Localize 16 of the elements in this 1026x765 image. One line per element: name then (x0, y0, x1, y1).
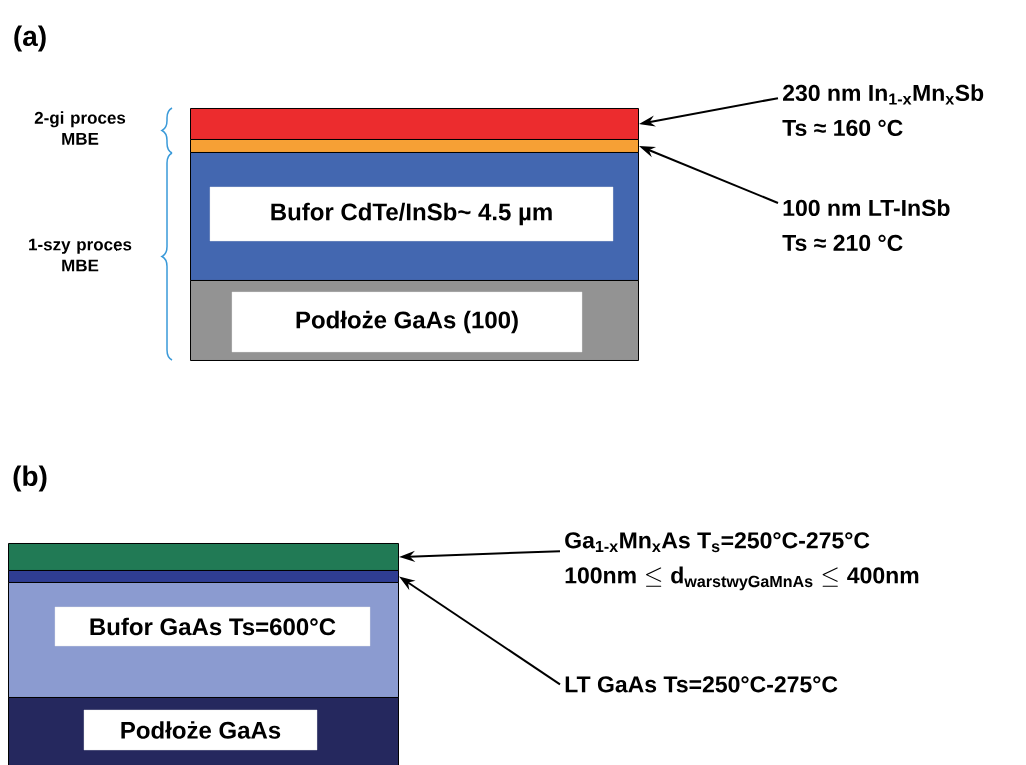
panel-label: (b) (13, 465, 47, 492)
layer (8, 543, 399, 571)
layer-label: Podłoże GaAs (100) (231, 291, 583, 353)
callout-text: LT GaAs Ts=250°C-275°C (565, 676, 838, 693)
process-label: 1-szy proces MBE (29, 238, 132, 272)
layer (190, 108, 639, 140)
layer (8, 570, 399, 583)
layer-label: Bufor CdTe/InSb~ 4.5 µm (209, 186, 614, 242)
process-label: 2-gi proces MBE (34, 111, 126, 145)
panel-label: (a) (14, 25, 46, 52)
callout-text: 230 nm In$_{1-x}$Mn$_{x}$Sb Ts ≈ 160 °C (782, 84, 984, 137)
layer-label: Bufor GaAs Ts=600°C (54, 606, 371, 647)
layer (190, 139, 639, 153)
callout-text: Ga$_{1-x}$Mn$_{x}$As T$_{s}$=250°C-275°C $\mathbf{100nm}\leq\mathbf{d}_{\mathbf{warstwyGaMnAs}}\leq\mathbf{400nm}$ (565, 532, 919, 591)
layer-label: Podłoże GaAs (83, 709, 318, 751)
callout-text: 100 nm LT-InSb Ts ≈ 210 °C (782, 199, 950, 252)
